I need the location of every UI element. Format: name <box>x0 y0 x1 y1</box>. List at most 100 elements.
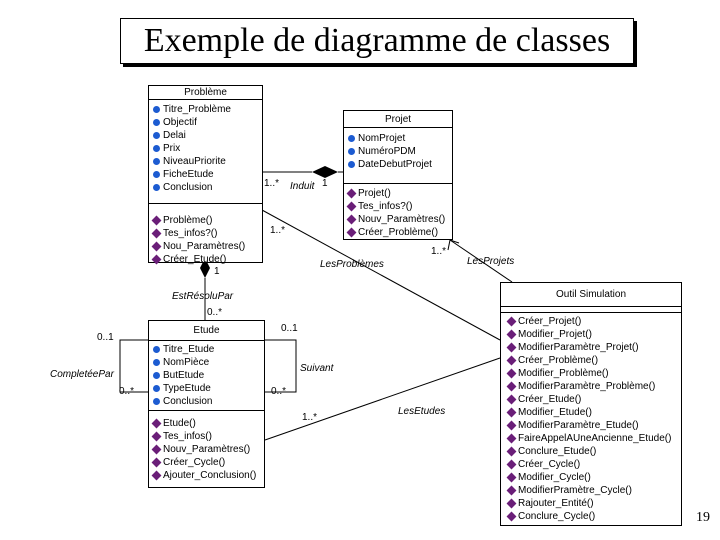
attribute-icon <box>348 148 355 155</box>
class-etude-attributes: Titre_Etude NomPièce ButEtude TypeEtude … <box>149 341 264 411</box>
attribute-row: Titre_Problème <box>153 103 262 116</box>
slide-title-box: Exemple de diagramme de classes <box>120 18 634 64</box>
attribute-icon <box>153 359 160 366</box>
operation-row: Conclure_Cycle() <box>506 510 681 523</box>
attribute-icon <box>153 145 160 152</box>
association-suivant-line <box>265 339 297 393</box>
attribute-row: TypeEtude <box>153 382 264 395</box>
operation-icon <box>346 201 357 212</box>
operation-icon <box>506 394 517 405</box>
mult-induit-probleme: 1..* <box>264 178 280 189</box>
operation-row: Créer_Etude() <box>506 393 681 406</box>
operation-row: Créer_Problème() <box>346 226 452 239</box>
attribute-icon <box>153 184 160 191</box>
operation-icon <box>506 511 517 522</box>
operation-icon <box>506 342 517 353</box>
attribute-row: FicheEtude <box>153 168 262 181</box>
operation-row: Nou_Paramètres() <box>151 240 262 253</box>
operation-icon <box>506 355 517 366</box>
class-etude[interactable]: Etude Titre_Etude NomPièce ButEtude Type… <box>148 320 265 488</box>
mult-probleme-bottom: 1 <box>214 266 220 277</box>
operation-row: Tes_infos?() <box>151 227 262 240</box>
slide-title: Exemple de diagramme de classes <box>143 22 611 59</box>
attribute-row: Conclusion <box>153 395 264 408</box>
label-lesprojets: LesProjets <box>467 256 515 267</box>
operation-icon <box>151 431 162 442</box>
attribute-icon <box>153 385 160 392</box>
mult-etude-top: 0..* <box>207 307 223 318</box>
operation-row: Modifier_Projet() <box>506 328 681 341</box>
attribute-icon <box>153 398 160 405</box>
attribute-icon <box>153 132 160 139</box>
attribute-row: Objectif <box>153 116 262 129</box>
operation-row: ModifierParamètre_Problème() <box>506 380 681 393</box>
operation-icon <box>506 433 517 444</box>
label-lesetudes: LesEtudes <box>398 406 446 417</box>
operation-icon <box>506 368 517 379</box>
class-projet-operations: Projet() Tes_infos?() Nouv_Paramètres() … <box>344 184 452 239</box>
mult-probleme-outil: 1..* <box>270 225 286 236</box>
mult-induit-projet: 1 <box>322 178 328 189</box>
operation-icon <box>506 459 517 470</box>
operation-icon <box>506 446 517 457</box>
operation-icon <box>506 381 517 392</box>
mult-completeepar-bottom: 0..* <box>119 386 135 397</box>
class-probleme[interactable]: Problème Titre_Problème Objectif Delai P… <box>148 85 263 266</box>
operation-icon <box>506 407 517 418</box>
operation-row: Etude() <box>151 417 264 430</box>
label-suivant: Suivant <box>300 363 334 374</box>
composition-diamond-probleme <box>200 258 210 278</box>
operation-icon <box>506 472 517 483</box>
operation-row: Problème() <box>151 214 262 227</box>
attribute-icon <box>153 171 160 178</box>
operation-icon <box>346 227 357 238</box>
mult-lesproblemes: 1..* <box>431 246 447 257</box>
attribute-row: NomProjet <box>348 132 452 145</box>
attribute-row: NomPièce <box>153 356 264 369</box>
operation-row: Créer_Problème() <box>506 354 681 367</box>
attribute-row: Titre_Etude <box>153 343 264 356</box>
attribute-icon <box>348 161 355 168</box>
operation-row: FaireAppelAUneAncienne_Etude() <box>506 432 681 445</box>
operation-icon <box>151 228 162 239</box>
operation-icon <box>151 241 162 252</box>
class-outil-attributes <box>501 307 681 313</box>
class-probleme-operations: Problème() Tes_infos?() Nou_Paramètres()… <box>149 204 262 266</box>
operation-icon <box>151 254 162 265</box>
operation-icon <box>506 485 517 496</box>
mult-etude-right: 0..1 <box>281 323 298 334</box>
operation-row: Projet() <box>346 187 452 200</box>
operation-icon <box>151 215 162 226</box>
association-lesprojets-line <box>449 239 513 283</box>
class-projet[interactable]: Projet NomProjet NuméroPDM DateDebutProj… <box>343 110 453 240</box>
attribute-row: Prix <box>153 142 262 155</box>
attribute-icon <box>153 119 160 126</box>
operation-row: Modifier_Problème() <box>506 367 681 380</box>
operation-row: Ajouter_Conclusion() <box>151 469 264 482</box>
attribute-icon <box>153 158 160 165</box>
operation-icon <box>346 188 357 199</box>
operation-icon <box>506 420 517 431</box>
association-lesetudes-line <box>264 357 501 441</box>
attribute-row: DateDebutProjet <box>348 158 452 171</box>
operation-row: Conclure_Etude() <box>506 445 681 458</box>
operation-row: Nouv_Paramètres() <box>151 443 264 456</box>
operation-row: Modifier_Cycle() <box>506 471 681 484</box>
label-induit: Induit <box>290 181 315 192</box>
class-outil-name: Outil Simulation <box>501 283 681 307</box>
operation-row: Créer_Cycle() <box>151 456 264 469</box>
label-completeepar: CompletéePar <box>50 369 114 380</box>
class-projet-attributes: NomProjet NuméroPDM DateDebutProjet <box>344 128 452 184</box>
attribute-row: NiveauPriorite <box>153 155 262 168</box>
attribute-icon <box>153 106 160 113</box>
attribute-row: ButEtude <box>153 369 264 382</box>
attribute-icon <box>153 346 160 353</box>
operation-icon <box>151 457 162 468</box>
class-outil-simulation[interactable]: Outil Simulation Créer_Projet() Modifier… <box>500 282 682 526</box>
composition-diamond-projet <box>312 166 338 178</box>
operation-row: Rajouter_Entité() <box>506 497 681 510</box>
class-etude-name: Etude <box>149 321 264 341</box>
operation-row: Créer_Cycle() <box>506 458 681 471</box>
operation-row: Créer_Etude() <box>151 253 262 266</box>
